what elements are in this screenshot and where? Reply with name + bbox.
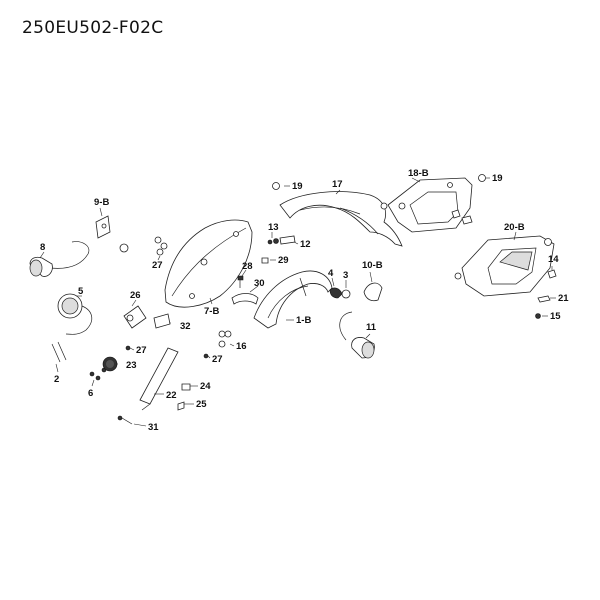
part-15-screw [535, 313, 541, 319]
callout-19: 19 [292, 181, 303, 192]
part-26-32-bracket [123, 305, 171, 329]
callout-9b: 9-B [94, 197, 109, 208]
part-14-clip [547, 269, 557, 279]
part-7b-rear-fender [164, 219, 253, 308]
small-hardware-group [237, 235, 296, 288]
callout-17: 17 [332, 179, 343, 190]
part-5-tail-light [57, 293, 93, 335]
part-16-27-washers [125, 236, 232, 359]
part-24-nut [181, 383, 191, 391]
callout-10b: 10-B [362, 260, 383, 271]
part-9b-bracket [95, 215, 129, 253]
callout-32: 32 [180, 321, 191, 332]
callout-3: 3 [343, 270, 348, 281]
part-6-screws [89, 367, 107, 381]
callout-26: 26 [130, 290, 141, 301]
diagram-code: 250EU502-F02C [22, 18, 164, 38]
callout-1b: 1-B [296, 315, 311, 326]
callout-20b: 20-B [504, 222, 525, 233]
callout-6: 6 [88, 388, 93, 399]
callout-30: 30 [254, 278, 265, 289]
part-19-grommet [478, 174, 486, 182]
callout-12: 12 [300, 239, 311, 250]
part-1b-inner-fender [253, 270, 333, 329]
callout-11: 11 [366, 322, 377, 333]
callout-18b: 18-B [408, 168, 429, 179]
callout-7b: 7-B [204, 306, 219, 317]
part-10b-bracket [363, 282, 383, 302]
part-21-damper [537, 295, 551, 303]
callout-28: 28 [242, 261, 253, 272]
callout-5: 5 [78, 286, 84, 297]
callout-8: 8 [40, 242, 45, 253]
part-25-fastener [177, 401, 185, 411]
part-19-grommet [272, 182, 280, 190]
part-22-license-stay [139, 347, 179, 411]
part-23-reflector [102, 356, 118, 372]
callout-29: 29 [278, 255, 289, 266]
part-17-rear-fender-cover [279, 191, 403, 247]
callout-24: 24 [200, 381, 211, 392]
callout-25: 25 [196, 399, 207, 410]
callout-14: 14 [548, 254, 559, 265]
part-30-bracket [231, 293, 259, 305]
leader-lines [39, 177, 556, 427]
callout-27: 27 [152, 260, 163, 271]
callout-19: 19 [492, 173, 503, 184]
callout-21: 21 [558, 293, 569, 304]
part-3-4-hardware [329, 287, 351, 299]
callout-labels: 19 17 18-B 19 20-B 14 21 15 9-B 8 5 2 6 … [40, 168, 569, 433]
callout-23: 23 [126, 360, 137, 371]
callout-22: 22 [166, 390, 177, 401]
part-8-turn-signal [29, 241, 90, 277]
callout-4: 4 [328, 268, 334, 279]
part-31-bolt [117, 415, 133, 425]
part-11-turn-signal [339, 311, 375, 359]
callout-13: 13 [268, 222, 279, 233]
callout-15: 15 [550, 311, 561, 322]
callout-16: 16 [236, 341, 247, 352]
callout-27: 27 [136, 345, 147, 356]
part-18b-side-cover [387, 177, 473, 233]
part-2-bolts [51, 341, 67, 363]
callout-31: 31 [148, 422, 159, 433]
callout-2: 2 [54, 374, 59, 385]
callout-27: 27 [212, 354, 223, 365]
part-20b-side-cover [454, 235, 555, 297]
